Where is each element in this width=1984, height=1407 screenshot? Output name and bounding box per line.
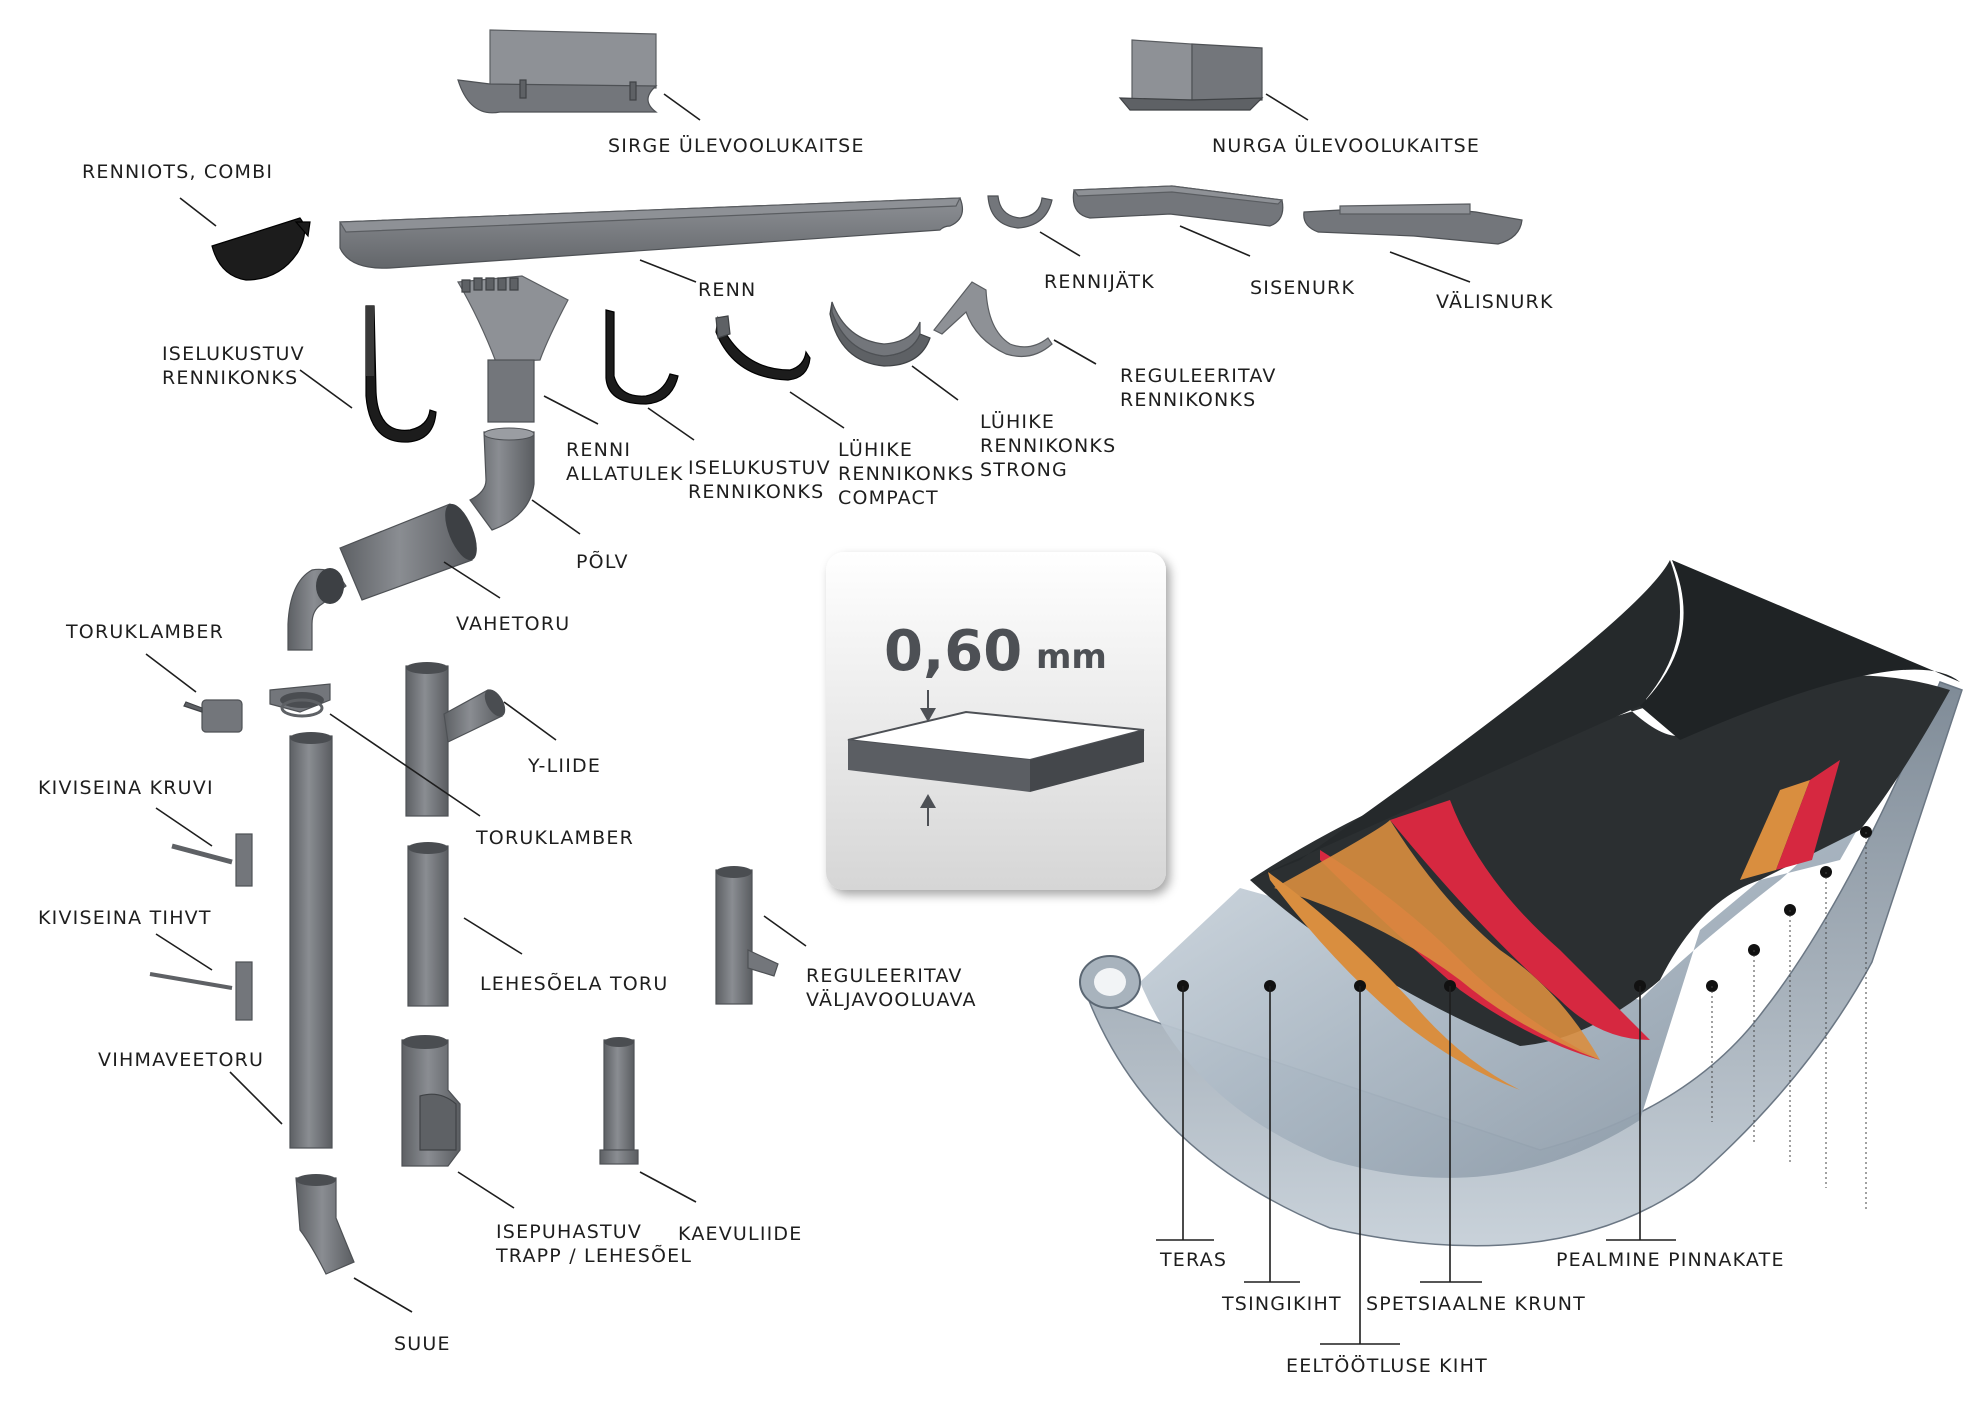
label-eeltootluse-kiht: EELTÖÖTLUSE KIHT (1286, 1354, 1488, 1377)
short-hook-strong-image (829, 301, 931, 367)
well-connector-image (599, 1037, 639, 1165)
layer-labels: TERAS TSINGIKIHT EELTÖÖTLUSE KIHT SPETSI… (1159, 1249, 1785, 1377)
gutter-layer-section (1079, 560, 1963, 1247)
label-polv: PÕLV (576, 550, 629, 573)
shoe-image (295, 1174, 355, 1275)
stone-wall-pin-image (149, 961, 253, 1021)
downpipe-outlet-image (457, 275, 569, 423)
thickness-panel: 0,60 mm (826, 552, 1166, 890)
adjustable-outlet-image (715, 866, 779, 1005)
label-sirge-ulevoolukaitse: SIRGE ÜLEVOOLUKAITSE (608, 134, 865, 157)
gutter-end-combi-image (211, 217, 311, 281)
leaf-strainer-pipe-image (407, 842, 449, 1007)
label-renniots-combi: RENNIOTS, COMBI (82, 161, 273, 183)
label-vihmaveetoru: VIHMAVEETORU (98, 1049, 264, 1071)
label-iselukustuv-rennikonks-2: ISELUKUSTUV RENNIKONKS (688, 457, 838, 503)
label-pealmine-pinnakate: PEALMINE PINNAKATE (1556, 1249, 1785, 1271)
label-suue: SUUE (394, 1333, 451, 1355)
label-vahetoru: VAHETORU (456, 613, 570, 635)
label-kaevuliide: KAEVULIIDE (678, 1223, 802, 1245)
short-hook-compact-image (715, 315, 811, 381)
outer-corner-image (1303, 203, 1523, 245)
pretreatment-band (1268, 872, 1520, 1090)
elbow-upper-image (469, 427, 535, 531)
label-iselukustuv-rennikonks-1: ISELUKUSTUV RENNIKONKS (162, 343, 312, 389)
label-luhike-rennikonks-strong: LÜHIKE RENNIKONKS STRONG (980, 410, 1124, 481)
self-locking-hook-short-image (605, 309, 679, 405)
label-sisenurk: SISENURK (1250, 277, 1355, 299)
sheet-icon (847, 710, 1145, 792)
label-teras: TERAS (1159, 1249, 1227, 1271)
stone-wall-screw-image (171, 833, 253, 887)
label-kiviseina-tihvt: KIVISEINA TIHVT (38, 907, 212, 929)
pipe-clamp-center-image (269, 683, 331, 718)
thickness-unit: mm (1036, 637, 1107, 677)
label-y-liide: Y-LIIDE (527, 755, 601, 777)
connecting-pipe-image (339, 503, 477, 601)
zinc-layer (1140, 684, 1940, 1178)
self-cleaning-trap-image (401, 1035, 461, 1167)
label-renni-allatulek: RENNI ALLATULEK (566, 439, 684, 485)
layer-leader-lines (1156, 832, 1867, 1345)
inner-corner-image (1072, 185, 1284, 227)
label-tsingikiht: TSINGIKIHT (1221, 1293, 1342, 1315)
gutter-image (338, 197, 963, 269)
label-rennijatk: RENNIJÄTK (1044, 270, 1155, 293)
straight-overflow-guard-image (457, 29, 658, 114)
label-nurga-ulevoolukaitse: NURGA ÜLEVOOLUKAITSE (1212, 134, 1480, 157)
thickness-value: 0,60 (884, 619, 1022, 684)
y-branch-image (405, 662, 506, 817)
part-labels: SIRGE ÜLEVOOLUKAITSE NURGA ÜLEVOOLUKAITS… (38, 134, 1554, 1355)
corner-overflow-guard-image (1118, 39, 1264, 111)
label-valisnurk: VÄLISNURK (1436, 290, 1554, 313)
label-luhike-rennikonks-compact: LÜHIKE RENNIKONKS COMPACT (838, 438, 982, 509)
label-spetsiaalne-krunt: SPETSIAALNE KRUNT (1366, 1293, 1586, 1315)
part-leader-lines (145, 93, 1471, 1313)
label-reguleeritav-valjavooluava: REGULEERITAV VÄLJAVOOLUAVA (806, 965, 977, 1011)
self-locking-hook-long-image (365, 305, 437, 443)
label-toruklamber-1: TORUKLAMBER (65, 621, 224, 643)
adjustable-hook-image (933, 281, 1053, 357)
label-lehesoela-toru: LEHESÕELA TORU (480, 972, 668, 995)
pipe-clamp-left-image (183, 699, 243, 733)
label-reguleeritav-rennikonks: REGULEERITAV RENNIKONKS (1120, 365, 1284, 411)
label-toruklamber-2: TORUKLAMBER (475, 827, 634, 849)
downpipe-long-image (289, 732, 333, 1149)
gutter-connector-image (987, 195, 1053, 229)
label-renn: RENN (698, 279, 756, 301)
elbow-lower-image (287, 568, 347, 651)
thickness-arrows-icon (920, 690, 936, 826)
label-isepuhastuv-trapp: ISEPUHASTUV TRAPP / LEHESÕEL (495, 1221, 692, 1267)
label-kiviseina-kruvi: KIVISEINA KRUVI (38, 777, 214, 799)
